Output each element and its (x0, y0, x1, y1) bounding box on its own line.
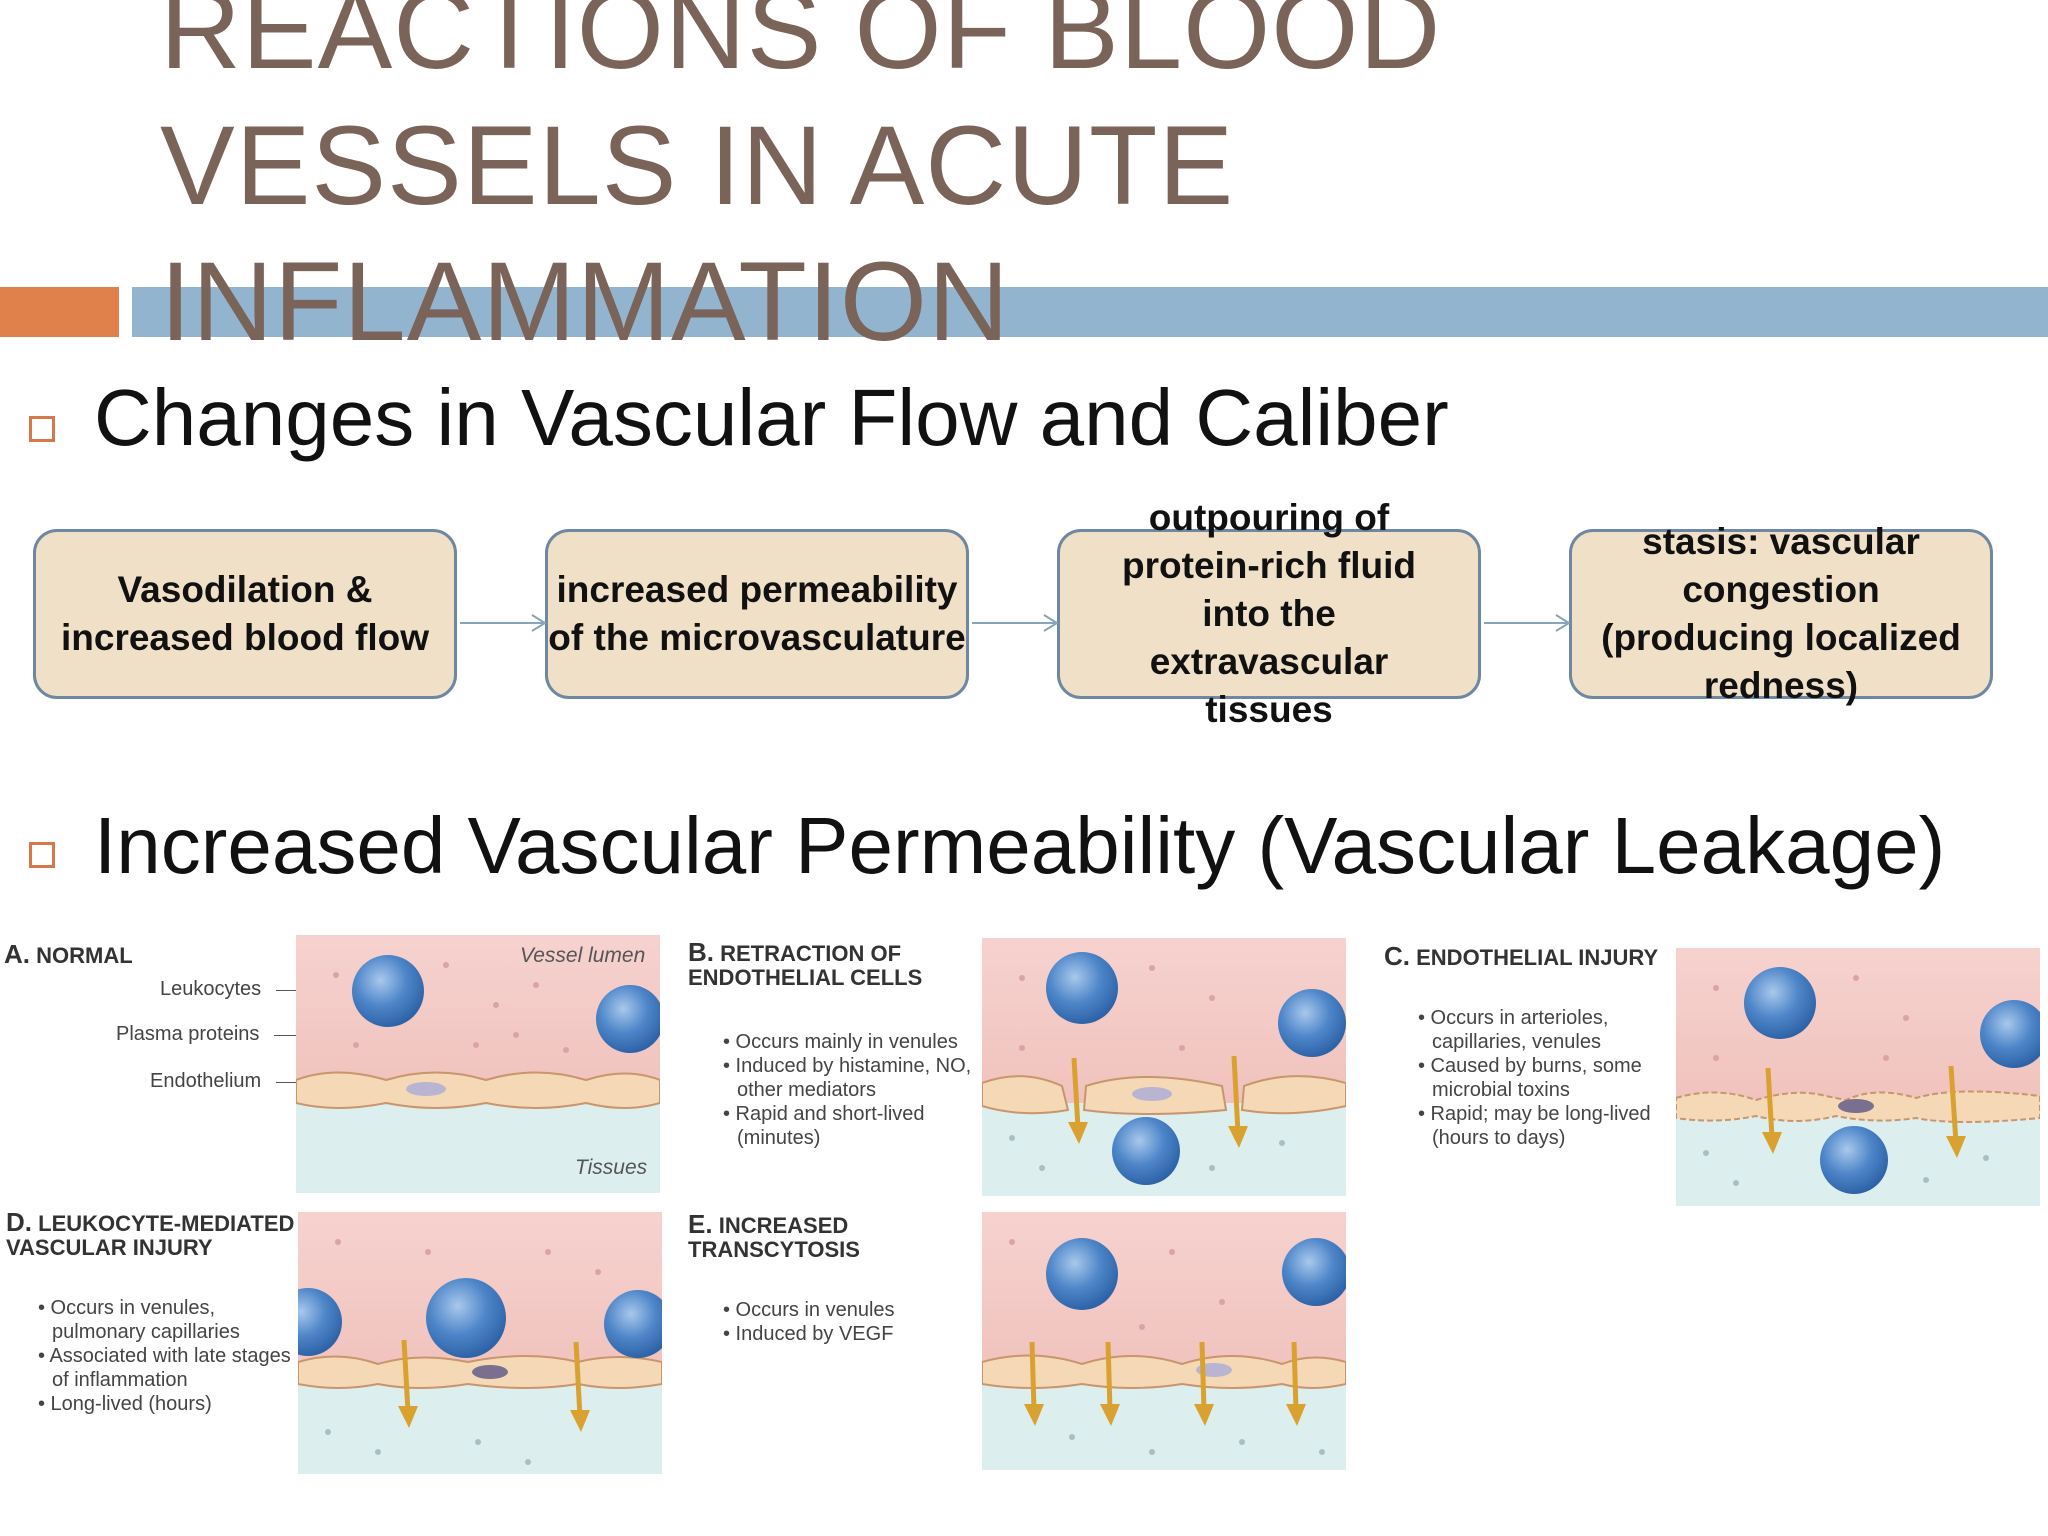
note-item: • Occurs mainly in venules (723, 1031, 958, 1053)
flow-box-4: stasis: vascular congestion (producing l… (1569, 521, 1993, 706)
bullet-square-icon (29, 416, 55, 442)
label-endothelium: Endothelium (150, 1070, 262, 1092)
note-item: • Induced by histamine, NO, other mediat… (723, 1055, 972, 1101)
note-item: • Caused by burns, some microbial toxins (1418, 1055, 1642, 1101)
flow-arrow-icon (460, 614, 547, 632)
heading-vascular-flow: Changes in Vascular Flow and Caliber (94, 373, 1449, 462)
bullet-square-icon (29, 842, 55, 868)
note-item: • Rapid and short-lived (minutes) (723, 1103, 925, 1149)
label-vessel-lumen: Vessel lumen (520, 944, 646, 967)
accent-bar-orange (0, 287, 119, 337)
panel-a-diagram (296, 935, 660, 1193)
note-item: • Long-lived (hours) (38, 1393, 212, 1415)
label-tissues: Tissues (575, 1156, 648, 1179)
note-item: • Occurs in arterioles, capillaries, ven… (1418, 1007, 1609, 1053)
flow-box-1-text: Vasodilation & increased blood flow (61, 569, 429, 658)
accent-bar-blue (132, 287, 2048, 337)
flow-box-2: increased permeability of the microvascu… (545, 529, 969, 699)
panel-e-label: E. INCREASED TRANSCYTOSIS (688, 1209, 860, 1262)
panel-c-label: C. ENDOTHELIAL INJURY (1384, 941, 1659, 971)
flow-box-1: Vasodilation & increased blood flow (33, 529, 457, 699)
panel-b-notes: • Occurs mainly in venules • Induced by … (705, 1030, 995, 1150)
panel-d-notes: • Occurs in venules, pulmonary capillari… (20, 1296, 300, 1416)
panel-a-label: A. NORMAL (4, 939, 133, 969)
heading-vascular-permeability: Increased Vascular Permeability (Vascula… (94, 801, 1946, 890)
note-item: • Occurs in venules (723, 1299, 895, 1321)
flow-box-3-text: outpouring of protein-rich fluid into th… (1122, 497, 1416, 730)
panel-c-diagram (1676, 948, 2040, 1206)
panel-d-label: D. LEUKOCYTE-MEDIATED VASCULAR INJURY (6, 1207, 295, 1260)
label-leukocytes: Leukocytes (160, 978, 262, 1000)
panel-d-diagram (298, 1212, 662, 1474)
panel-b-label: B. RETRACTION OF ENDOTHELIAL CELLS (688, 937, 923, 990)
panel-c-notes: • Occurs in arterioles, capillaries, ven… (1400, 1006, 1690, 1150)
note-item: • Induced by VEGF (723, 1323, 894, 1345)
flow-box-2-text: increased permeability of the microvascu… (548, 569, 966, 658)
note-item: • Occurs in venules, pulmonary capillari… (38, 1297, 240, 1343)
panel-b-diagram (982, 938, 1346, 1196)
flow-arrow-icon (1484, 614, 1571, 632)
slide-title: REACTIONS OF BLOOD VESSELS IN ACUTE INFL… (160, 0, 1442, 364)
note-item: • Rapid; may be long-lived (hours to day… (1418, 1103, 1651, 1149)
flow-box-4-text: stasis: vascular congestion (producing l… (1601, 521, 1961, 706)
label-plasma-proteins: Plasma proteins (116, 1023, 260, 1045)
flow-arrow-icon (972, 614, 1059, 632)
flow-box-3: outpouring of protein-rich fluid into th… (1057, 497, 1481, 730)
panel-e-diagram (982, 1212, 1346, 1470)
panel-e-notes: • Occurs in venules • Induced by VEGF (705, 1298, 975, 1346)
note-item: • Associated with late stages of inflamm… (38, 1345, 291, 1391)
